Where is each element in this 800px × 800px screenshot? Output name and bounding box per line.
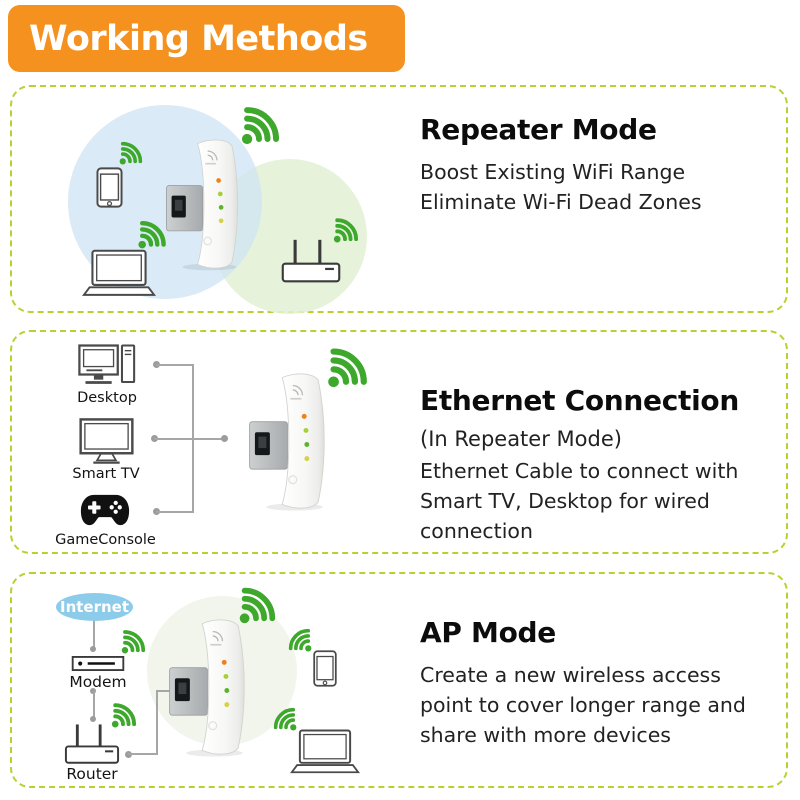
internet-cloud-label: Internet (59, 598, 130, 616)
smartphone-icon (96, 167, 123, 208)
router-icon (281, 237, 341, 285)
laptop-icon (290, 729, 360, 776)
section-text-line: Eliminate Wi-Fi Dead Zones (420, 190, 702, 214)
laptop-icon (82, 249, 156, 299)
connector-line (154, 438, 224, 440)
device-label-router: Router (66, 765, 118, 783)
section-text-line: share with more devices (420, 723, 671, 747)
section-text-line: Create a new wireless access (420, 663, 721, 687)
section-title: Repeater Mode (420, 113, 657, 146)
section-ethernet-connection: Desktop Smart TV GameConsole Ethernet Co… (10, 330, 788, 554)
page-title: Working Methods (29, 18, 368, 59)
desktop-pc-icon (78, 344, 136, 391)
game-console-icon (80, 492, 130, 528)
section-text-line: connection (420, 519, 533, 543)
wifi-signal-icon (134, 215, 168, 249)
wifi-repeater-device (247, 368, 335, 514)
wifi-signal-icon (116, 137, 144, 165)
section-title: Ethernet Connection (420, 384, 739, 417)
wifi-signal-icon (272, 703, 300, 731)
connector-line (128, 753, 158, 755)
section-ap-mode: Internet Modem Router AP Mode Create a n… (10, 572, 788, 788)
modem-icon (71, 656, 125, 671)
section-title: AP Mode (420, 616, 556, 649)
internet-cloud: Internet (56, 593, 133, 621)
wifi-signal-icon (287, 624, 315, 652)
smart-tv-icon (79, 418, 134, 465)
connector-dot (90, 716, 96, 722)
connector-line (192, 365, 194, 513)
section-subtitle: (In Repeater Mode) (420, 427, 622, 451)
wifi-signal-icon (118, 625, 147, 654)
section-text-line: Boost Existing WiFi Range (420, 160, 686, 184)
wifi-repeater-device (167, 614, 255, 760)
connector-line (156, 364, 194, 366)
router-icon (64, 722, 120, 766)
section-text-line: point to cover longer range and (420, 693, 746, 717)
connector-line (156, 511, 194, 513)
device-label-desktop: Desktop (77, 390, 137, 406)
connector-dot (90, 646, 96, 652)
connector-line (93, 621, 95, 647)
wifi-repeater-device (164, 135, 248, 273)
section-text-line: Smart TV, Desktop for wired (420, 489, 710, 513)
device-label-smart-tv: Smart TV (72, 466, 140, 482)
connector-line (156, 691, 158, 755)
smartphone-icon (313, 650, 337, 687)
connector-dot (221, 435, 228, 442)
section-text-line: Ethernet Cable to connect with (420, 459, 739, 483)
section-repeater-mode: Repeater Mode Boost Existing WiFi Range … (10, 85, 788, 314)
device-label-game-console: GameConsole (55, 532, 156, 548)
connector-line (93, 691, 95, 717)
device-label-modem: Modem (69, 673, 127, 691)
header-banner: Working Methods (8, 5, 405, 72)
